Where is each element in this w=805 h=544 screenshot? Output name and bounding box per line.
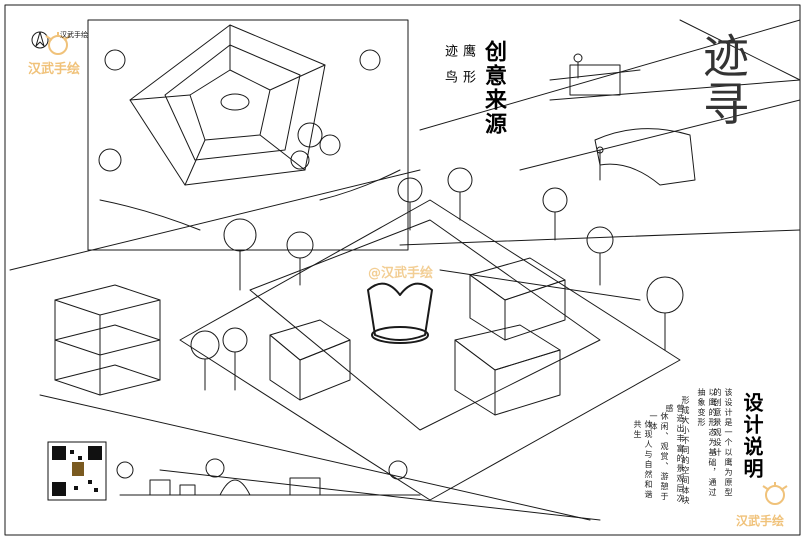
- central-sculpture: [367, 282, 433, 344]
- trees: [190, 167, 684, 391]
- logo-top: 汉武手绘: [60, 31, 88, 39]
- site-plan: [98, 24, 401, 231]
- design-note-1: 该设计是一个以鹰为原型的创意景观设计: [713, 388, 733, 498]
- north-arrow-icon: [31, 31, 49, 49]
- perspective-ground: [179, 199, 681, 501]
- design-note-3: 形成大小不同的空间体块: [681, 396, 690, 506]
- vignette-pavilion: [594, 128, 696, 186]
- watermark-right: 汉武手绘: [736, 514, 785, 528]
- qr-code-icon: [47, 441, 107, 501]
- watermark-left: 汉武手绘: [28, 62, 81, 77]
- elevation: [116, 458, 421, 496]
- watermark-center: @汉武手绘: [368, 266, 434, 281]
- building-blocks: [269, 257, 566, 416]
- creative-source-title: 创意来源: [481, 40, 507, 136]
- design-title: 设计说明: [740, 392, 764, 480]
- vignette-bench: [549, 53, 641, 96]
- composition-lines: [9, 19, 801, 521]
- watermark-sun-icon: [45, 32, 788, 505]
- design-note-5: 休闲、观赏、游憩于一体: [649, 412, 669, 502]
- side-title: 迹寻: [696, 32, 750, 128]
- concept-word-1: 迹: [442, 44, 457, 59]
- concept-word-2: 鹰: [460, 44, 475, 59]
- sheet-border: [4, 4, 801, 536]
- concept-word-3: 鸟: [442, 70, 457, 85]
- design-note-4: 营造出丰富的景观层次感: [665, 404, 685, 504]
- design-note-2: 以鹰的形态为基础，通过抽象变形: [697, 388, 717, 498]
- exploded-axonometric: [54, 284, 161, 396]
- design-note-6: 体现人与自然和谐共生: [633, 420, 653, 500]
- site-plan-frame: [87, 19, 409, 251]
- concept-word-4: 形: [460, 70, 475, 85]
